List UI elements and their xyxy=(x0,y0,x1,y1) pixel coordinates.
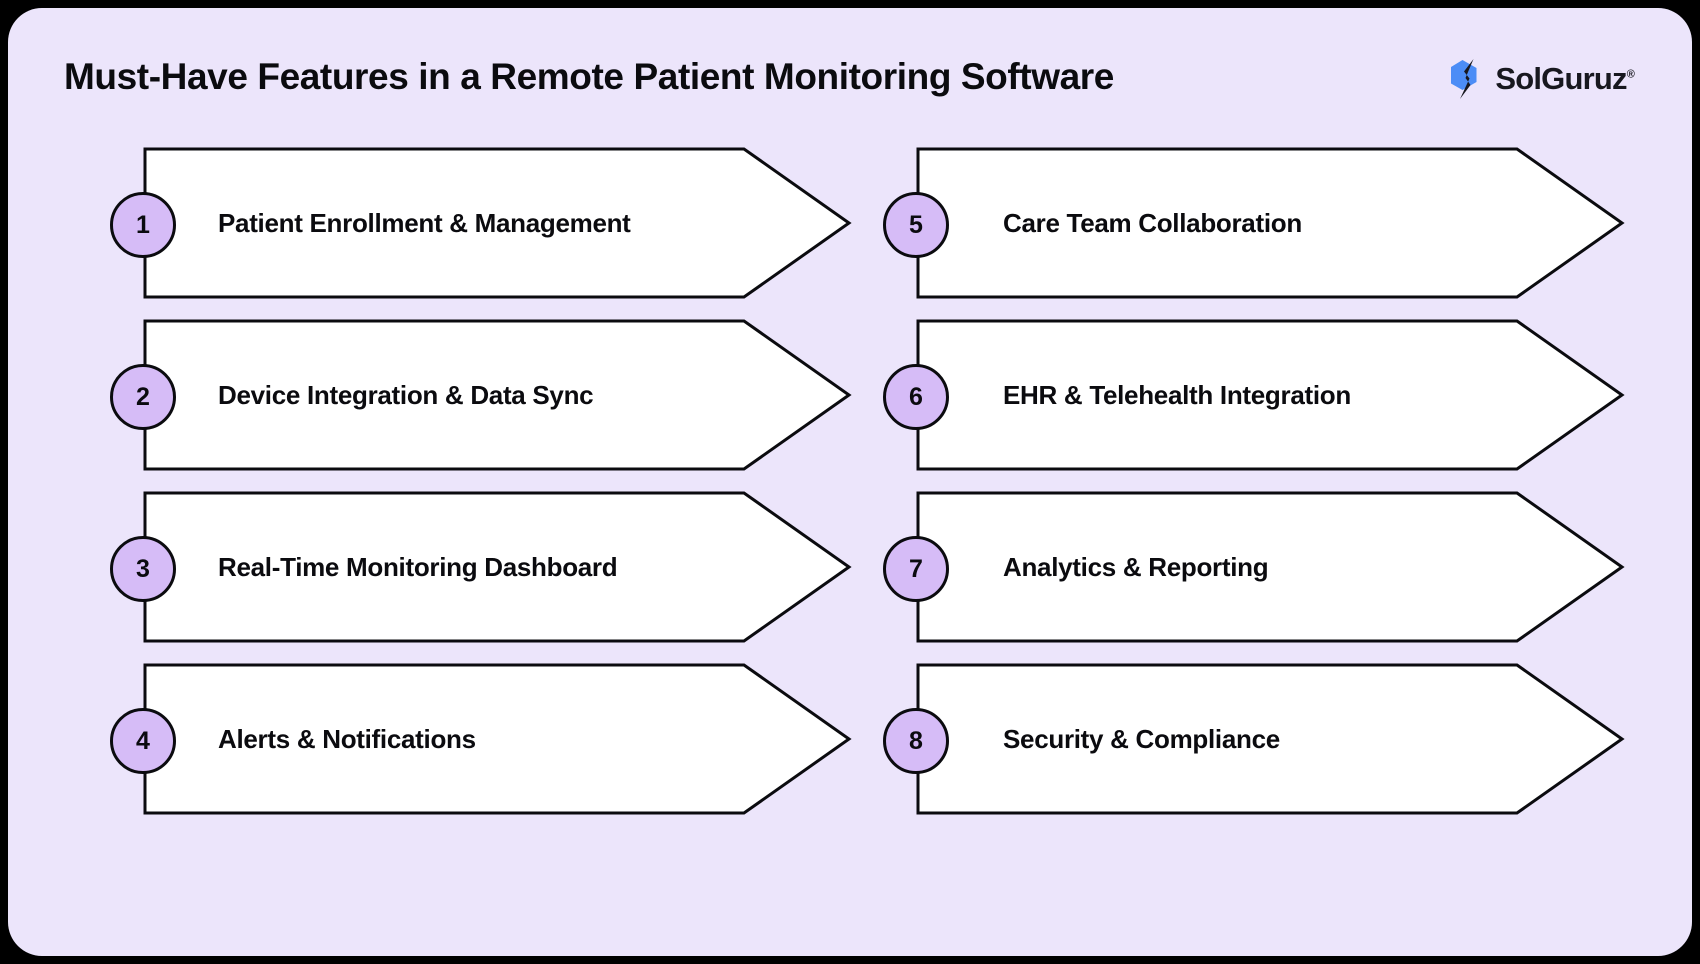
arrow-banner-shape xyxy=(143,491,852,643)
feature-row[interactable]: 4 Alerts & Notifications xyxy=(110,663,852,815)
feature-label: Alerts & Notifications xyxy=(218,723,476,754)
feature-row[interactable]: 2 Device Integration & Data Sync xyxy=(110,319,852,471)
arrow-banner-shape xyxy=(143,319,852,471)
logo-text-label: SolGuruz xyxy=(1495,61,1627,96)
infographic-card: Must-Have Features in a Remote Patient M… xyxy=(8,8,1692,956)
feature-row[interactable]: 5 Care Team Collaboration xyxy=(883,147,1625,299)
solguruz-chevron-logo-icon xyxy=(1451,59,1477,99)
feature-number-badge: 3 xyxy=(110,536,176,602)
arrow-banner-shape xyxy=(916,147,1625,299)
arrow-banner-shape xyxy=(916,319,1625,471)
feature-row[interactable]: 6 EHR & Telehealth Integration xyxy=(883,319,1625,471)
left-column: 1 Patient Enrollment & Management 2 Device … xyxy=(110,147,852,848)
arrow-banner-shape xyxy=(916,491,1625,643)
arrow-banner-shape xyxy=(143,147,852,299)
feature-label: EHR & Telehealth Integration xyxy=(1003,379,1351,410)
feature-number-badge: 8 xyxy=(883,708,949,774)
feature-number-badge: 1 xyxy=(110,192,176,258)
feature-row[interactable]: 3 Real-Time Monitoring Dashboard xyxy=(110,491,852,643)
feature-label: Patient Enrollment & Management xyxy=(218,207,631,238)
logo-wordmark: SolGuruz® xyxy=(1495,61,1635,97)
feature-row[interactable]: 8 Security & Compliance xyxy=(883,663,1625,815)
feature-row[interactable]: 7 Analytics & Reporting xyxy=(883,491,1625,643)
feature-number-badge: 2 xyxy=(110,364,176,430)
feature-number-badge: 5 xyxy=(883,192,949,258)
feature-label: Care Team Collaboration xyxy=(1003,207,1302,238)
right-column: 5 Care Team Collaboration 6 EHR & Telehealt… xyxy=(883,147,1625,848)
feature-label: Security & Compliance xyxy=(1003,723,1280,754)
registered-trademark-icon: ® xyxy=(1626,68,1635,81)
brand-logo: SolGuruz® xyxy=(1448,58,1635,100)
arrow-banner-shape xyxy=(143,663,852,815)
feature-row[interactable]: 1 Patient Enrollment & Management xyxy=(110,147,852,299)
feature-label: Analytics & Reporting xyxy=(1003,551,1269,582)
page-title: Must-Have Features in a Remote Patient M… xyxy=(64,56,1114,97)
feature-number-badge: 4 xyxy=(110,708,176,774)
feature-label: Device Integration & Data Sync xyxy=(218,379,594,410)
header: Must-Have Features in a Remote Patient M… xyxy=(8,46,1692,116)
feature-label: Real-Time Monitoring Dashboard xyxy=(218,551,618,582)
arrow-banner-shape xyxy=(916,663,1625,815)
feature-number-badge: 6 xyxy=(883,364,949,430)
feature-number-badge: 7 xyxy=(883,536,949,602)
